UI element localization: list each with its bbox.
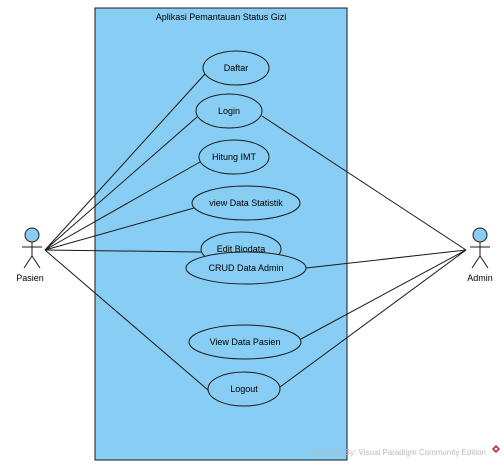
use-case-label: Daftar [224,63,249,73]
use-case-label: Logout [230,384,258,394]
use-case-hitung-imt: Hitung IMT [198,139,270,175]
footer-watermark: Powered By: Visual Paradigm Community Ed… [311,445,500,457]
system-title: Aplikasi Pemantauan Status Gizi [156,12,287,22]
actor-label: Admin [467,273,493,283]
use-case-ellipse [195,93,263,129]
footer-text: Powered By: Visual Paradigm Community Ed… [311,448,486,457]
use-case-crud-data-admin: CRUD Data Admin [185,251,307,285]
use-case-login: Login [195,93,263,129]
use-case-label: Hitung IMT [212,152,257,162]
association-line-admin-logout [279,249,467,388]
association-line-pasien-view-data-statistik [44,207,195,251]
association-line-pasien-login [44,116,198,251]
association-line-pasien-logout [44,249,209,391]
association-line-pasien-daftar [44,73,206,251]
use-case-label: Login [218,106,240,116]
association-line-pasien-edit-biodata [44,249,202,253]
actor-pasien: Pasien [16,227,44,283]
use-case-ellipse [191,185,301,221]
actor-label: Pasien [16,273,44,283]
use-case-ellipse [185,251,307,285]
stick-figure-icon [470,227,490,269]
stick-figure-icon [22,227,42,269]
association-line-admin-view-data-pasien [300,249,467,340]
use-case-daftar: Daftar [202,50,270,86]
use-case-view-data-pasien: View Data Pasien [188,324,302,360]
use-case-ellipse [188,324,302,360]
association-line-pasien-hitung-imt [44,161,201,251]
use-case-ellipse [207,371,281,407]
visual-paradigm-logo-icon [492,445,500,453]
use-case-label: CRUD Data Admin [208,263,283,273]
association-line-admin-login [261,115,467,251]
use-case-label: view Data Statistik [209,198,283,208]
associations [44,73,467,391]
use-case-view-data-statistik: view Data Statistik [191,185,301,221]
use-case-ellipse [202,50,270,86]
actor-admin: Admin [467,227,493,283]
use-case-ellipse [198,139,270,175]
use-case-label: View Data Pasien [210,337,281,347]
association-line-admin-crud-data-admin [305,249,467,269]
use-case-logout: Logout [207,371,281,407]
use-case-label: Edit Biodata [217,244,266,254]
